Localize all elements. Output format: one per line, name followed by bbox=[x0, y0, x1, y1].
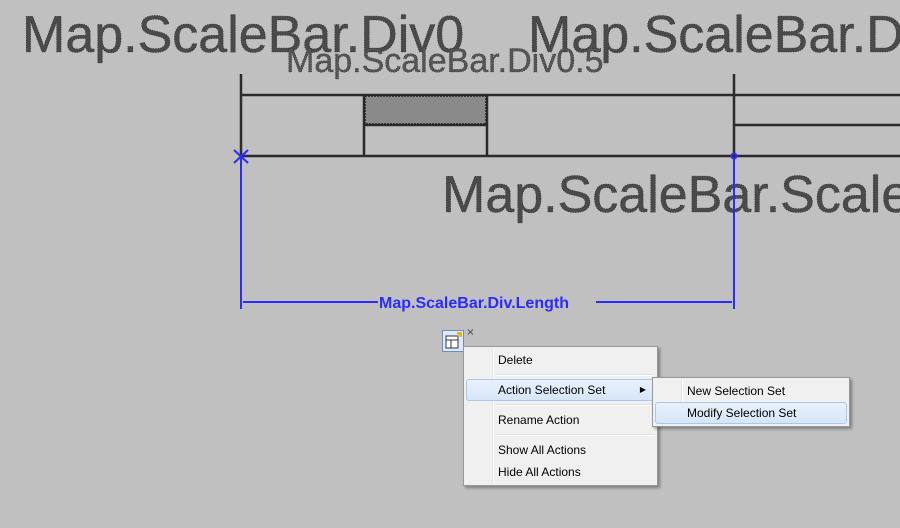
scalebar-div0-label: Map.ScaleBar.Div0 bbox=[22, 6, 464, 64]
menu-item-label: Hide All Actions bbox=[498, 465, 581, 479]
dimension-label: Map.ScaleBar.Div.Length bbox=[379, 295, 569, 312]
menu-item-label: Show All Actions bbox=[498, 443, 587, 457]
scalebar-filled-segment bbox=[364, 95, 487, 125]
scalebar-d-label: Map.ScaleBar.D bbox=[528, 6, 900, 64]
dimension-graphic[interactable] bbox=[233, 149, 738, 309]
menu-item-label: Modify Selection Set bbox=[687, 406, 797, 420]
submenu-arrow-icon: ▶ bbox=[639, 385, 646, 394]
menu-item-label: Rename Action bbox=[498, 413, 580, 427]
menu-item-new-selection-set[interactable]: New Selection Set bbox=[655, 380, 847, 402]
context-menu: Delete Action Selection Set ▶ Rename Act… bbox=[463, 346, 658, 486]
menu-separator bbox=[496, 404, 653, 406]
action-block-icon bbox=[445, 332, 462, 349]
close-icon[interactable]: × bbox=[466, 327, 475, 338]
menu-item-delete[interactable]: Delete bbox=[466, 349, 655, 371]
scalebar-scale-label: Map.ScaleBar.Scale bbox=[442, 166, 900, 224]
scalebar-div05-label: Map.ScaleBar.Div0.5 bbox=[286, 42, 604, 80]
submenu: New Selection Set Modify Selection Set bbox=[652, 377, 850, 427]
menu-item-label: Action Selection Set bbox=[498, 383, 606, 397]
menu-item-hide-all-actions[interactable]: Hide All Actions bbox=[466, 461, 655, 483]
menu-item-modify-selection-set[interactable]: Modify Selection Set bbox=[655, 402, 847, 424]
menu-item-label: New Selection Set bbox=[687, 384, 786, 398]
scalebar-graphic[interactable] bbox=[239, 74, 900, 158]
menu-item-show-all-actions[interactable]: Show All Actions bbox=[466, 439, 655, 461]
menu-item-action-selection-set[interactable]: Action Selection Set ▶ bbox=[466, 379, 655, 401]
menu-separator bbox=[496, 374, 653, 376]
menu-item-label: Delete bbox=[498, 353, 533, 367]
menu-separator bbox=[496, 434, 653, 436]
menu-item-rename-action[interactable]: Rename Action bbox=[466, 409, 655, 431]
action-grip[interactable] bbox=[442, 330, 464, 352]
